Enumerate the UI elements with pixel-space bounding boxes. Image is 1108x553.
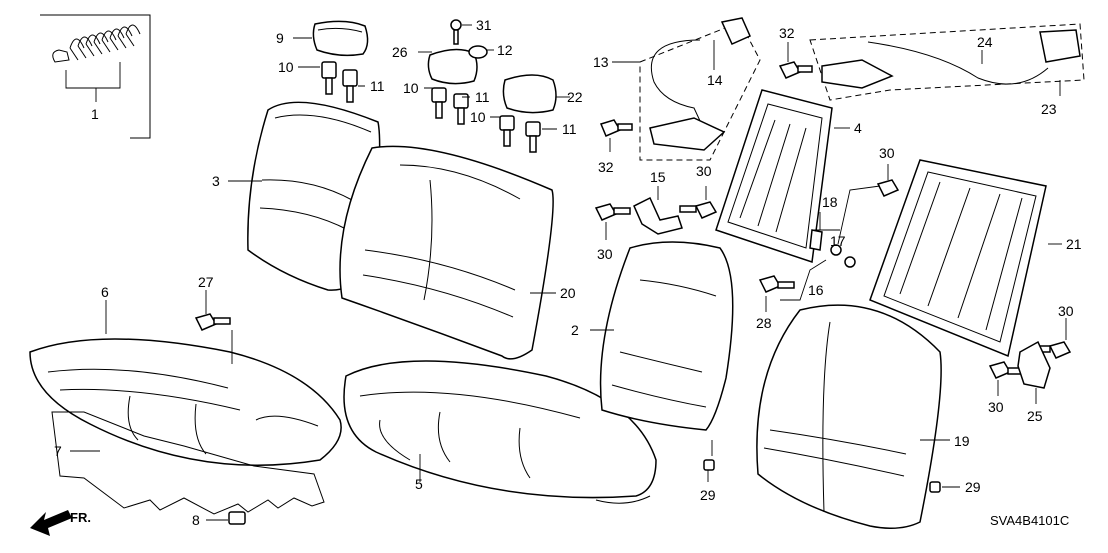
cable-assembly-13: [612, 17, 761, 161]
callout-10-c: 10: [470, 109, 486, 125]
callout-8: 8: [192, 512, 200, 528]
callout-28: 28: [756, 315, 772, 331]
brackets-16-17-18: [780, 185, 881, 301]
callout-30-a: 30: [597, 246, 613, 262]
diagram-code: SVA4B4101C: [990, 513, 1069, 528]
callout-3: 3: [212, 173, 220, 189]
callout-16: 16: [808, 282, 824, 298]
callout-26: 26: [392, 44, 408, 60]
callout-30-d: 30: [1058, 303, 1074, 319]
callout-6: 6: [101, 284, 109, 300]
callout-29-a: 29: [700, 487, 716, 503]
callout-22: 22: [567, 89, 583, 105]
headrest-22: [502, 74, 570, 114]
callout-7: 7: [54, 443, 62, 459]
clip-29-right: [929, 481, 960, 493]
cable-assembly-23: [809, 23, 1085, 101]
seat-cushion-6: [29, 300, 342, 466]
clip-12: [468, 45, 494, 59]
callout-10-b: 10: [403, 80, 419, 96]
pad-7: [51, 411, 325, 515]
callout-15: 15: [650, 169, 666, 185]
callout-11-a: 11: [370, 78, 385, 94]
callout-31: 31: [476, 17, 492, 33]
callout-19: 19: [954, 433, 970, 449]
front-direction-label: FR.: [70, 510, 91, 525]
front-arrow-icon: [30, 510, 72, 536]
callout-20: 20: [560, 285, 576, 301]
callout-11-b: 11: [475, 89, 490, 105]
clip-29-center: [703, 440, 715, 482]
callout-32-a: 32: [598, 159, 614, 175]
headrest-9: [293, 20, 369, 57]
callout-10-a: 10: [278, 59, 294, 75]
callout-14: 14: [707, 72, 723, 88]
callout-5: 5: [415, 476, 423, 492]
callout-21: 21: [1066, 236, 1082, 252]
seat-back-frame-4: [715, 89, 850, 263]
callout-25: 25: [1027, 408, 1043, 424]
callout-30-b: 30: [696, 163, 712, 179]
callout-32-b: 32: [779, 25, 795, 41]
callout-29-b: 29: [965, 479, 981, 495]
bolts-30: [594, 164, 1072, 396]
headrest-guides: [321, 61, 541, 153]
callout-12: 12: [497, 42, 513, 58]
hinge-25: [1017, 340, 1051, 404]
callout-2: 2: [571, 322, 579, 338]
headrest-26: [418, 48, 478, 85]
bolt-32-left: [599, 119, 633, 152]
callout-30-e: 30: [988, 399, 1004, 415]
guide-leaders: [298, 66, 557, 130]
clip-8: [206, 511, 246, 525]
callout-30-c: 30: [879, 145, 895, 161]
hinge-15: [633, 186, 683, 235]
seat-back-frame-21: [869, 159, 1062, 358]
callout-24: 24: [977, 34, 993, 50]
seat-cushion-5: [343, 360, 657, 504]
bolt-28: [758, 275, 795, 312]
seat-back-19: [756, 304, 950, 529]
callout-18: 18: [822, 194, 838, 210]
bolt-32-right: [778, 42, 813, 79]
callout-11-c: 11: [562, 121, 577, 137]
callout-labels: 1 2 3 4 5 6 7 8 9 10 10 10 11 11 11 12 1…: [54, 17, 1082, 528]
callout-27: 27: [198, 274, 214, 290]
seat-back-cover-2: [590, 241, 734, 431]
bolt-27: [194, 290, 233, 364]
callout-9: 9: [276, 30, 284, 46]
callout-23: 23: [1041, 101, 1057, 117]
clip-set-1: [40, 14, 151, 139]
callout-17: 17: [830, 233, 846, 249]
seat-back-20: [339, 145, 556, 360]
callout-4: 4: [854, 120, 862, 136]
callout-13: 13: [593, 54, 609, 70]
callout-1: 1: [91, 106, 99, 122]
bolt-31: [450, 19, 472, 45]
